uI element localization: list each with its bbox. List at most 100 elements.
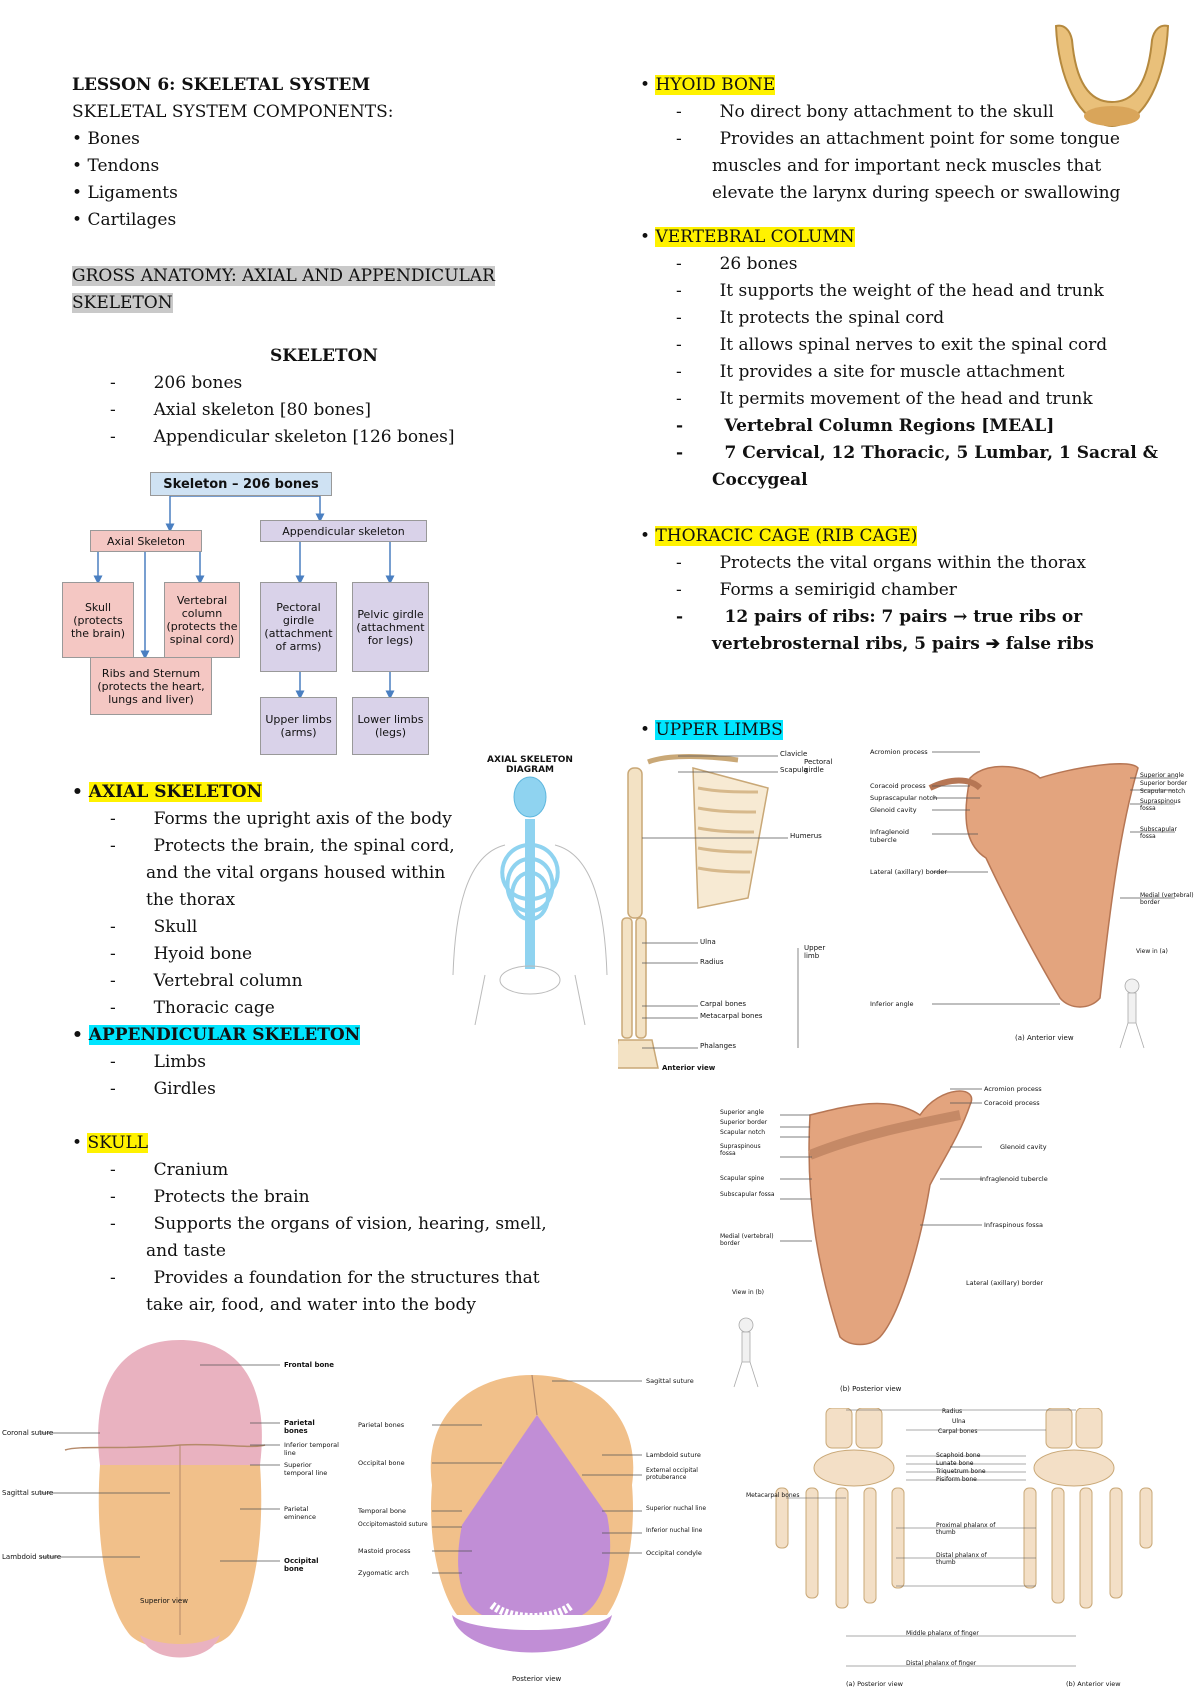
hyoid-bone-image	[1054, 24, 1170, 128]
axial-list: - Forms the upright axis of the body - P…	[110, 809, 455, 1018]
skeleton-list: - 206 bones - Axial skeleton [80 bones] …	[110, 373, 455, 447]
skull-p-zygomatic: Zygomatic arch	[358, 1569, 409, 1577]
upper-limbs-heading: • UPPER LIMBS	[640, 720, 783, 740]
scap-a-glenoid: Glenoid cavity	[870, 806, 917, 814]
skull-s-parietal-eminence: Parietal eminence	[284, 1505, 316, 1521]
components-list: • Bones • Tendons • Ligaments • Cartilag…	[72, 126, 178, 234]
scap-p-spine: Scapular spine	[720, 1175, 765, 1182]
skull-p-lambdoid: Lambdoid suture	[646, 1451, 701, 1459]
hand-distal-phalanx: Distal phalanx of finger	[906, 1660, 977, 1667]
component-item: • Cartilages	[72, 210, 177, 230]
skull-p-occipitomastoid: Occipitomastoid suture	[358, 1521, 428, 1528]
scapula-posterior-figure: Acromion process Coracoid process Glenoi…	[720, 1075, 1090, 1395]
skull-s-caption: Superior view	[140, 1597, 188, 1605]
hand-ulna: Ulna	[952, 1418, 966, 1425]
skull-s-parietal: Parietal bones	[284, 1419, 315, 1435]
scap-a-suprascapular: Suprascapular notch	[870, 794, 938, 802]
scap-p-view-in: View in (b)	[732, 1289, 765, 1296]
skeleton-heading: SKELETON	[270, 346, 378, 366]
skull-s-frontal: Frontal bone	[284, 1361, 335, 1369]
diagram-upper-box: Upper limbs (arms)	[260, 697, 337, 755]
hand-caption-posterior: (a) Posterior view	[846, 1680, 903, 1688]
scap-a-medial-border: Medial (vertebral) border	[1140, 892, 1194, 906]
upper-limb-drawing	[618, 754, 799, 1069]
hand-bones-figure: Radius Ulna Carpal bones Scaphoid bone L…	[746, 1408, 1196, 1693]
components-heading: SKELETAL SYSTEM COMPONENTS:	[72, 102, 394, 122]
hand-middle-phalanx: Middle phalanx of finger	[906, 1630, 979, 1637]
diagram-lower-box: Lower limbs (legs)	[352, 697, 429, 755]
scap-p-acromion: Acromion process	[984, 1085, 1042, 1093]
skull-p-ext-occipital: External occipital protuberance	[646, 1467, 698, 1481]
skull-p-occipital: Occipital bone	[358, 1459, 405, 1467]
hand-bones-drawing	[775, 1408, 1153, 1667]
hand-triquetrum: Triquetrum bone	[936, 1468, 986, 1475]
diagram-skull-box: Skull (protects the brain)	[62, 582, 134, 658]
arm-label-pectoral-girdle: Pectoral girdle	[804, 758, 833, 774]
appendicular-list: - Limbs - Girdles	[110, 1052, 216, 1099]
thoracic-list: - Protects the vital organs within the t…	[676, 553, 1094, 654]
axial-diagram-drawing	[452, 776, 608, 1025]
skull-p-temporal: Temporal bone	[358, 1507, 407, 1515]
vertebral-list: - 26 bones - It supports the weight of t…	[676, 254, 1159, 490]
hand-radius: Radius	[942, 1408, 963, 1415]
hand-lunate: Lunate bone	[936, 1460, 974, 1467]
skull-posterior-drawing	[430, 1375, 642, 1653]
skull-posterior-figure: Sagittal suture Parietal bones Occipital…	[352, 1375, 712, 1690]
scap-a-supraspinous: Supraspinous fossa	[1140, 798, 1181, 812]
scap-a-inferior-angle: Inferior angle	[870, 1000, 914, 1008]
skull-s-occipital: Occipital bone	[284, 1557, 319, 1573]
scap-a-caption: (a) Anterior view	[1015, 1034, 1074, 1042]
arm-label-upper-limb: Upper limb	[804, 944, 826, 960]
scap-a-subscapular: Subscapular fossa	[1140, 826, 1177, 840]
scap-a-view-in: View in (a)	[1136, 948, 1168, 955]
hand-pisiform: Pisiform bone	[936, 1476, 977, 1483]
scap-p-medial-border: Medial (vertebral) border	[720, 1233, 774, 1247]
diagram-root-box: Skeleton – 206 bones	[150, 472, 332, 496]
skull-p-parietal: Parietal bones	[358, 1421, 405, 1429]
component-item: • Tendons	[72, 156, 160, 176]
scap-p-superior-angle: Superior angle	[720, 1109, 764, 1116]
upper-limb-figure: Clavicle Scapula Pectoral girdle Humerus…	[618, 748, 838, 1078]
arm-label-phalanges: Phalanges	[700, 1042, 737, 1050]
skull-p-mastoid: Mastoid process	[358, 1547, 411, 1555]
hand-metacarpal: Metacarpal bones	[746, 1492, 800, 1499]
arm-label-metacarpal: Metacarpal bones	[700, 1012, 763, 1020]
arm-label-anterior-view: Anterior view	[662, 1064, 716, 1072]
skull-list: - Cranium - Protects the brain - Support…	[110, 1160, 547, 1315]
diagram-pectoral-box: Pectoral girdle (attachment of arms)	[260, 582, 337, 672]
skull-s-sagittal: Sagittal suture	[2, 1489, 54, 1497]
arm-label-clavicle: Clavicle	[780, 750, 808, 758]
scap-p-glenoid: Glenoid cavity	[1000, 1143, 1047, 1151]
skull-heading: • SKULL	[72, 1133, 149, 1153]
arm-label-carpal: Carpal bones	[700, 1000, 747, 1008]
scap-a-acromion: Acromion process	[870, 748, 928, 756]
axial-diagram-title: AXIAL SKELETON DIAGRAM	[487, 755, 573, 775]
scap-a-superior-border: Superior border	[1140, 780, 1188, 787]
scap-p-lateral-border: Lateral (axillary) border	[966, 1279, 1044, 1287]
appendicular-heading: • APPENDICULAR SKELETON	[72, 1025, 361, 1045]
diagram-ribs-box: Ribs and Sternum (protects the heart, lu…	[90, 657, 212, 715]
skull-p-condyle: Occipital condyle	[646, 1549, 702, 1557]
skull-p-sup-nuchal: Superior nuchal line	[646, 1505, 707, 1512]
arm-label-humerus: Humerus	[790, 832, 822, 840]
scapula-posterior-drawing	[733, 1088, 982, 1388]
scap-p-caption: (b) Posterior view	[840, 1385, 902, 1393]
skull-superior-figure: Frontal bone Coronal suture Parietal bon…	[0, 1335, 340, 1690]
vertebral-heading: • VERTEBRAL COLUMN	[640, 227, 855, 247]
skull-superior-drawing	[40, 1340, 280, 1658]
scap-a-coracoid: Coracoid process	[870, 782, 926, 790]
hand-prox-thumb: Proximal phalanx of thumb	[936, 1522, 996, 1536]
skull-s-superior-temporal: Superior temporal line	[284, 1461, 328, 1477]
scapula-anterior-drawing	[928, 751, 1175, 1049]
scap-p-supraspinous: Supraspinous fossa	[720, 1143, 761, 1157]
arm-label-ulna: Ulna	[700, 938, 716, 946]
skull-s-inferior-temporal: Inferior temporal line	[284, 1441, 339, 1457]
hyoid-list: - No direct bony attachment to the skull…	[676, 102, 1121, 203]
lesson-title: LESSON 6: SKELETAL SYSTEM	[72, 75, 371, 95]
hand-scaphoid: Scaphoid bone	[936, 1452, 981, 1459]
hand-caption-anterior: (b) Anterior view	[1066, 1680, 1121, 1688]
skull-p-inf-nuchal: Inferior nuchal line	[646, 1527, 703, 1534]
scapula-anterior-figure: Acromion process Coracoid process Supras…	[870, 748, 1195, 1058]
hyoid-heading: • HYOID BONE	[640, 75, 776, 95]
scap-a-scapular-notch: Scapular notch	[1140, 788, 1186, 795]
